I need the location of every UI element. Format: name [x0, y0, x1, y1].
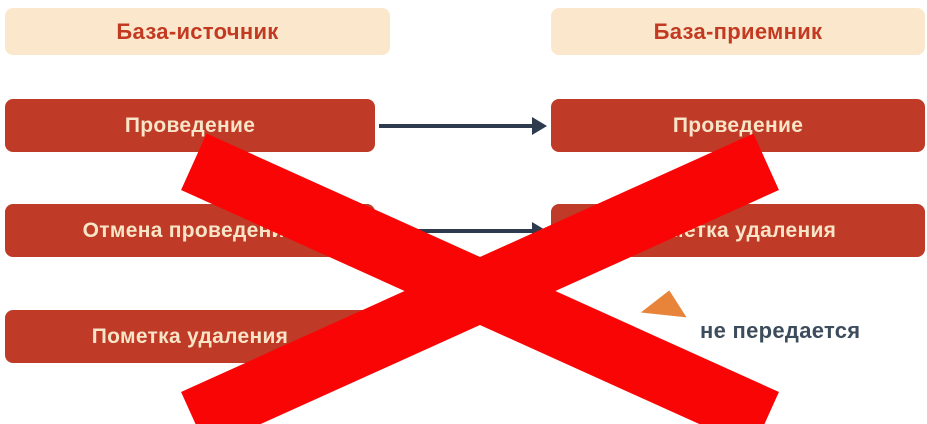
source-action-posting-label: Проведение — [124, 113, 256, 137]
target-db-header: База-приемник — [551, 8, 925, 55]
target-action-posting-label: Проведение — [672, 113, 804, 137]
arrow-head-icon — [532, 117, 547, 135]
arrow-shaft — [379, 229, 533, 233]
source-action-deletion-mark-label: Пометка удаления — [91, 324, 289, 348]
not-transferred-note: не передается — [700, 318, 861, 343]
arrow-shaft — [379, 124, 533, 128]
source-action-posting: Проведение — [5, 99, 375, 152]
orange-triangle-icon — [640, 287, 690, 318]
source-action-cancel-posting-label: Отмена проведения — [82, 218, 298, 242]
target-db-label: База-приемник — [653, 18, 823, 44]
source-db-header: База-источник — [5, 8, 390, 55]
arrow-row1 — [379, 117, 547, 135]
source-db-label: База-источник — [116, 18, 279, 44]
